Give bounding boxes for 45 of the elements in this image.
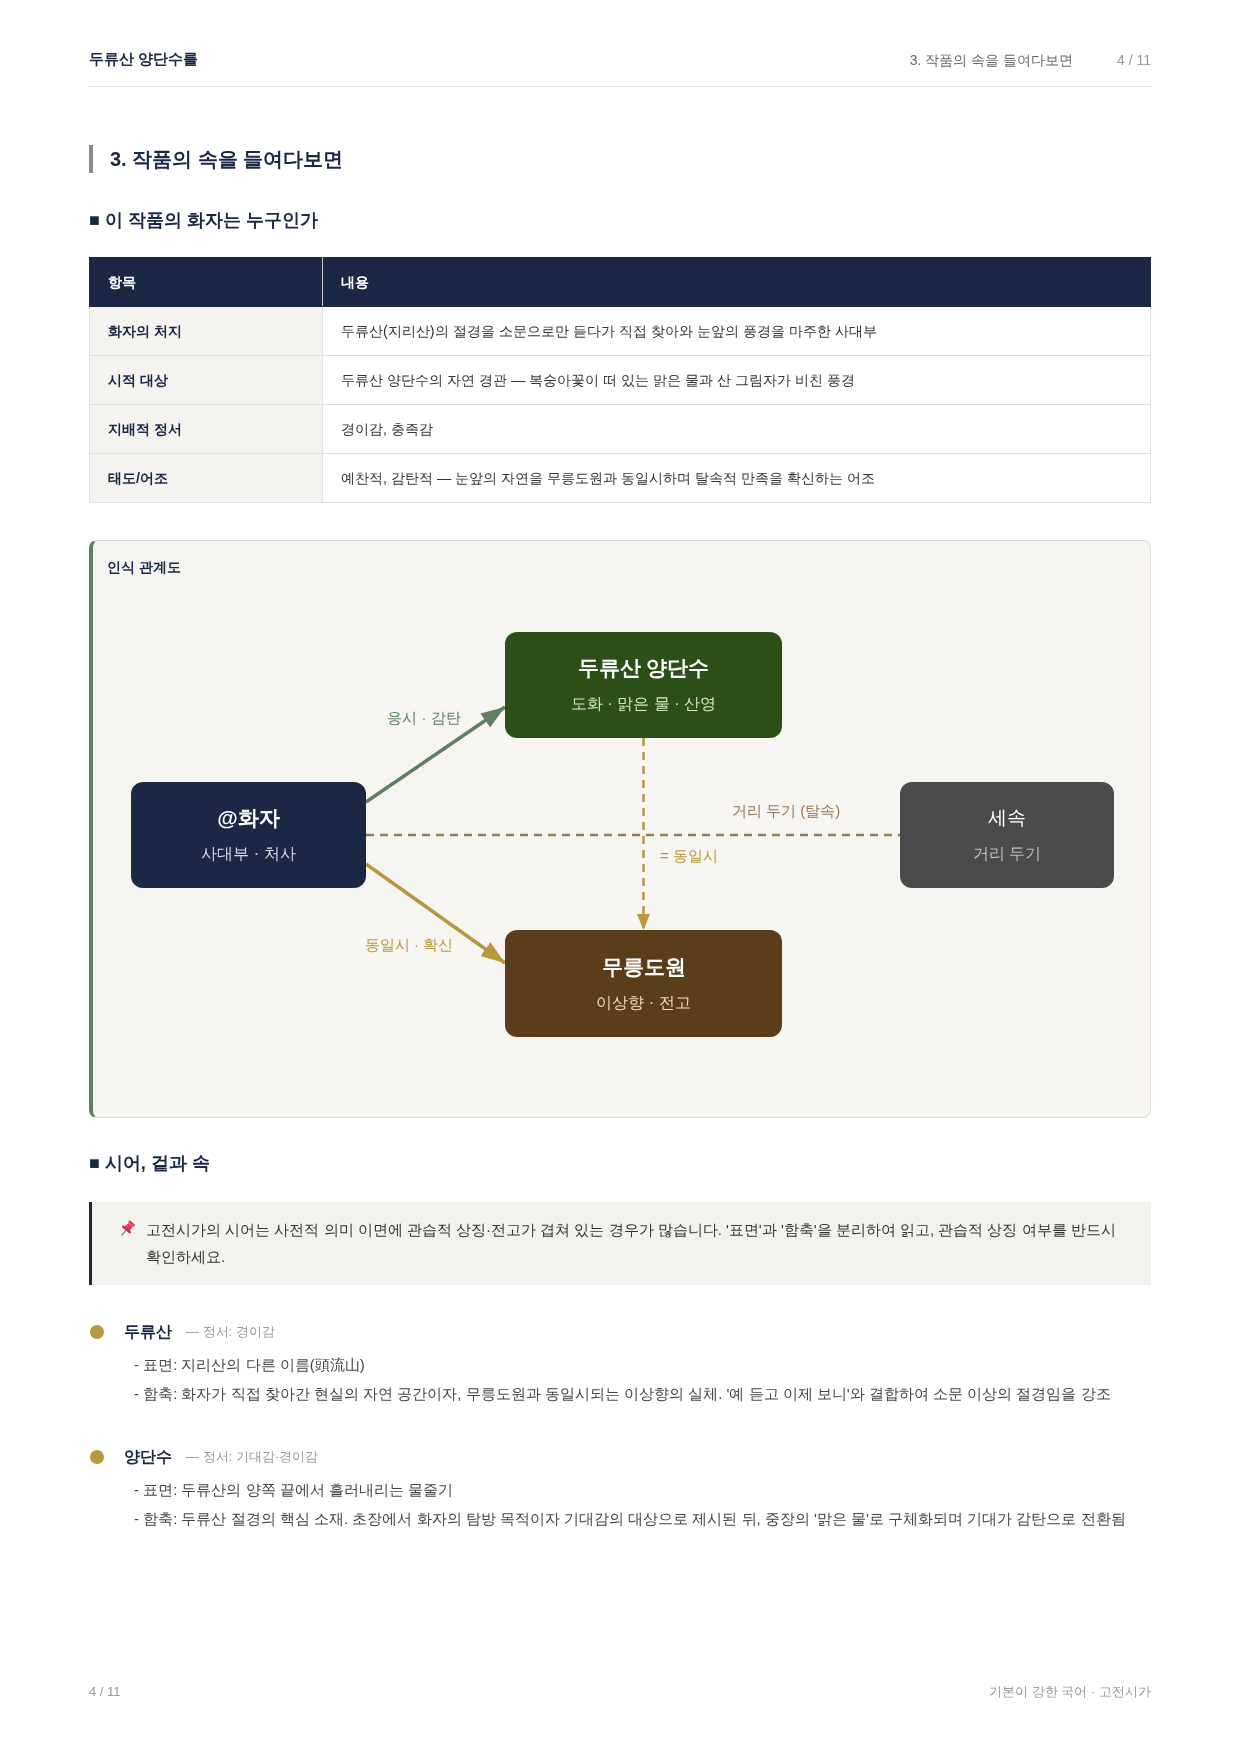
running-title: 두류산 양단수를: [89, 49, 199, 69]
page-number: 4 / 11: [89, 1683, 121, 1701]
diagram-panel: [89, 540, 1151, 1118]
row-header: 화자의 처지: [89, 306, 323, 356]
subsection-heading: ■ 이 작품의 화자는 누구인가: [89, 209, 318, 232]
footer-text: 기본이 강한 국어 · 고전시가: [989, 1683, 1151, 1701]
definition-line: - 함축: 화자가 직접 찾아간 현실의 자연 공간이자, 무릉도원과 동일시되는 이상향의 실체. '예 듣고 이제 보니'와 결합하여 소문 이상의 절경임을 강조: [134, 1384, 1112, 1404]
definition-line: - 표면: 지리산의 다른 이름(頭流山): [134, 1355, 366, 1375]
concept-box: [505, 632, 782, 738]
mood-note: — 정서: 기대감·경이감: [186, 1448, 319, 1466]
dashed-arrow: [637, 738, 650, 930]
table-cell: 두류산 양단수의 자연 경관 — 복숭아꽃이 떠 있는 맑은 물과 산 그림자가 비친 풍경: [322, 355, 1151, 405]
table-cell: 예찬적, 감탄적 — 눈앞의 자연을 무릉도원과 동일시하며 탈속적 만족을 확신하는 어조: [322, 453, 1151, 503]
box-subtitle: 거리 두기: [972, 844, 1042, 864]
arrow: [365, 705, 506, 804]
box-title: 두류산 양단수: [577, 655, 710, 681]
mood-note: — 정서: 경이감: [186, 1323, 275, 1341]
box-title: 세속: [988, 806, 1026, 830]
box-title: 무릉도원: [601, 953, 686, 980]
term-heading: 양단수: [124, 1447, 172, 1467]
term-heading: 두류산: [124, 1322, 172, 1342]
column-header: 내용: [322, 257, 1151, 307]
table-cell: 경이감, 충족감: [322, 404, 1151, 454]
column-header: 항목: [89, 257, 323, 307]
section-title: 3. 작품의 속을 들여다보면: [110, 147, 344, 171]
row-header: 태도/어조: [89, 453, 323, 503]
concept-box: [505, 930, 782, 1037]
panel-title: 인식 관계도: [107, 558, 181, 576]
note-text: 고전시가의 시어는 사전적 의미 이면에 관습적 상징·전고가 겹쳐 있는 경우가 많습니다. '표면'과 '함축'을 분리하여 읽고, 관습적 상징 여부를 반드시 확인하세요.: [146, 1220, 1117, 1267]
definition-line: - 함축: 두류산 절경의 핵심 소재. 초장에서 화자의 탐방 목적이자 기대감의 대상으로 제시된 뒤, 중장의 '맑은 물'로 구체화되며 기대가 감탄으로 전환됨: [134, 1509, 1127, 1529]
page-number: 4 / 11: [1117, 51, 1151, 70]
dashed-line: [366, 833, 900, 837]
box-title: @화자: [217, 805, 280, 831]
concept-box: [131, 782, 366, 888]
running-section: 3. 작품의 속을 들여다보면: [909, 50, 1073, 70]
box-subtitle: 이상향 · 전고: [596, 992, 691, 1013]
arrow: [365, 862, 506, 965]
row-header: 시적 대상: [89, 355, 323, 405]
definition-line: - 표면: 두류산의 양쪽 끝에서 흘러내리는 물줄기: [134, 1480, 455, 1500]
box-subtitle: 도화 · 맑은 물 · 산영: [571, 694, 716, 714]
subsection-heading: ■ 시어, 겉과 속: [89, 1152, 210, 1175]
row-header: 지배적 정서: [89, 404, 323, 454]
concept-box: [900, 782, 1114, 888]
table-cell: 두류산(지리산)의 절경을 소문으로만 듣다가 직접 찾아와 눈앞의 풍경을 마주한 사대부: [322, 306, 1151, 356]
box-subtitle: 사대부 · 처사: [201, 844, 296, 864]
